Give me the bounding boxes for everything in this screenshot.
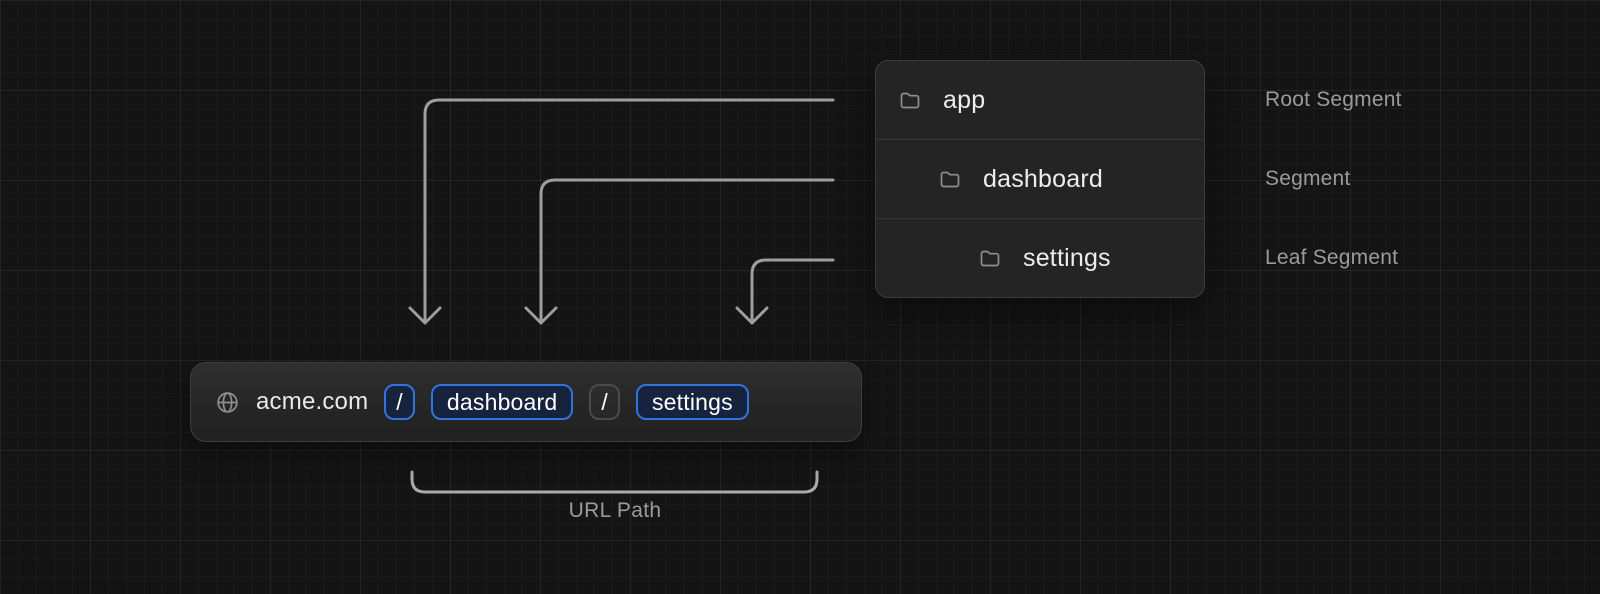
folder-icon [900,92,920,109]
globe-icon [217,391,238,413]
url-path-label: URL Path [568,499,662,522]
annotation-root-segment: Root Segment [1265,88,1402,111]
arrow-app-to-root-slash [408,98,835,325]
tree-row-app: app [876,61,1204,140]
url-path-bracket [410,470,819,494]
tree-row-dashboard: dashboard [876,140,1204,219]
file-tree-panel: app dashboard settings [875,60,1205,298]
url-domain: acme.com [256,388,369,415]
annotation-segment: Segment [1265,167,1351,190]
folder-name: dashboard [983,164,1103,193]
folder-icon [940,171,960,188]
folder-icon [980,250,1000,267]
annotation-leaf-segment: Leaf Segment [1265,246,1399,269]
arrow-dashboard-to-segment [524,178,835,325]
tree-row-settings: settings [876,219,1204,297]
folder-name: settings [1023,243,1111,272]
browser-url-bar: acme.com / dashboard / settings [190,362,862,442]
url-segment-settings: settings [635,384,749,420]
arrow-settings-to-leaf-segment [735,258,835,325]
folder-name: app [943,85,986,114]
url-segment-root-slash: / [384,384,415,420]
url-segment-dashboard: dashboard [430,384,574,420]
url-segment-slash: / [589,384,620,420]
